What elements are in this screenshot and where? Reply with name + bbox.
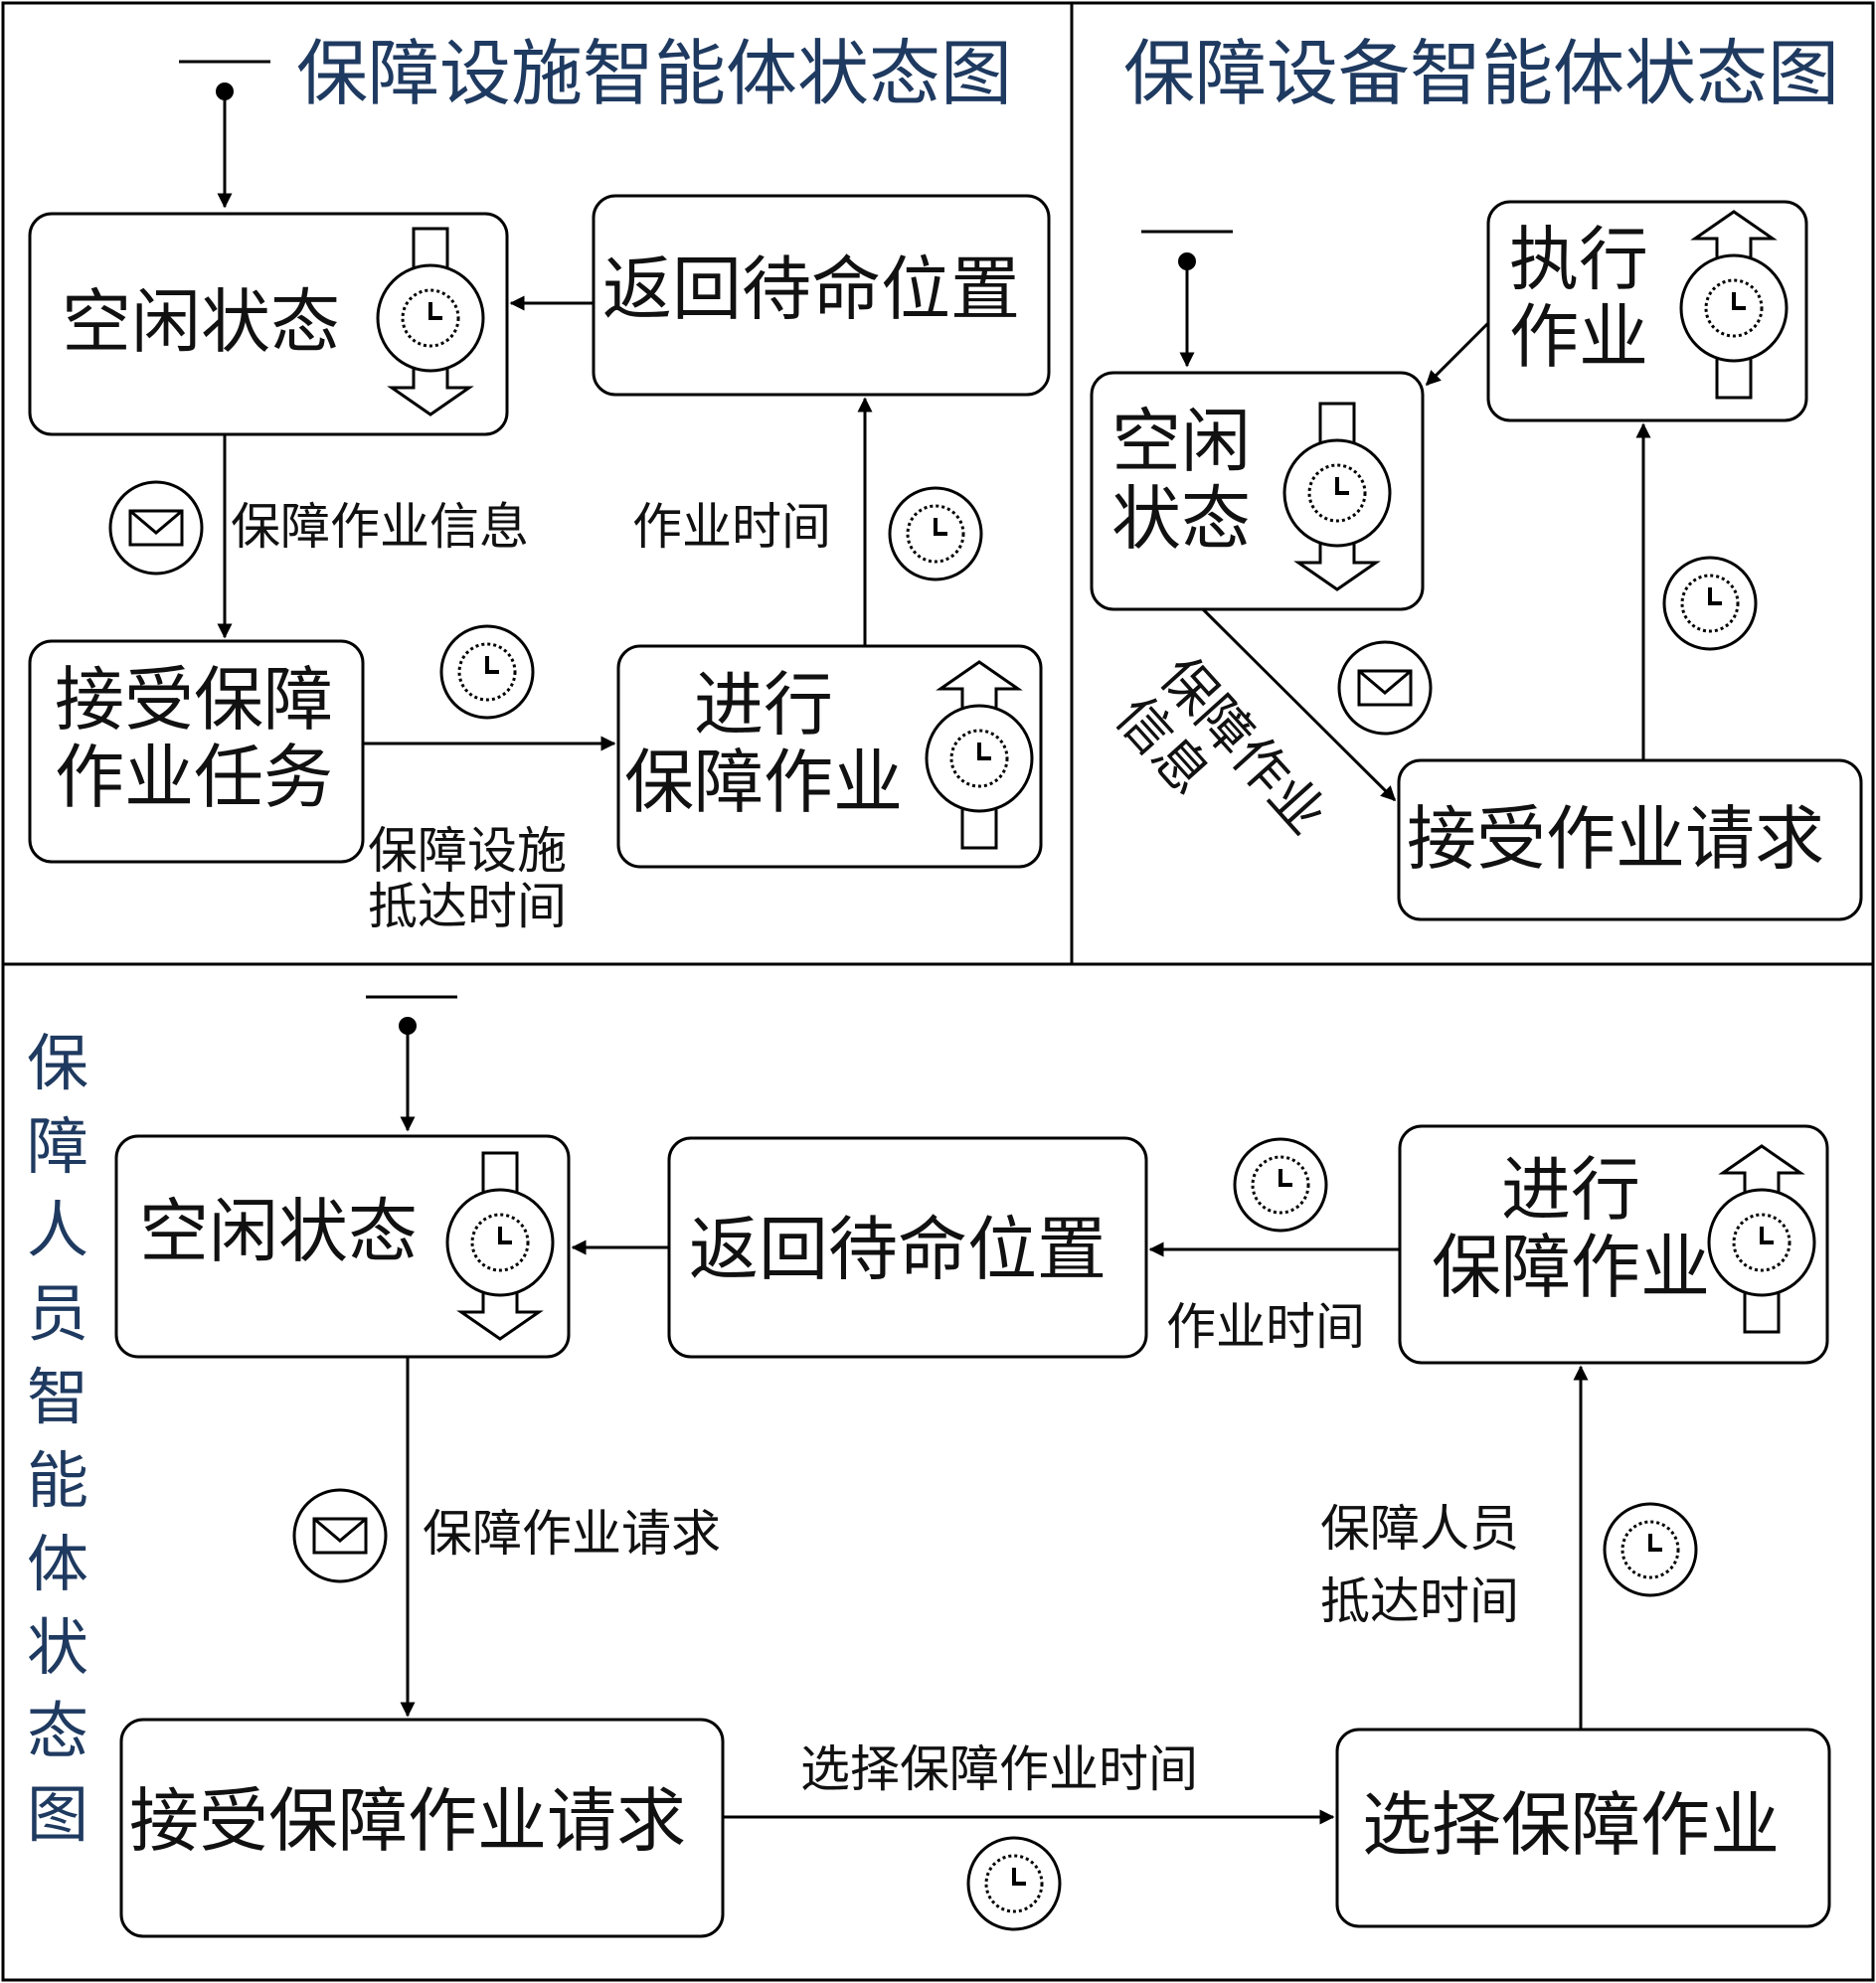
equipment-state-accept bbox=[1397, 758, 1863, 921]
facility-panel bbox=[28, 60, 1051, 869]
envelope-icon bbox=[292, 1488, 388, 1583]
personnel-panel-title: 保障人员智能体状态图 bbox=[26, 1027, 88, 1851]
up-arrow-clock-icon bbox=[1707, 1144, 1816, 1334]
personnel-state-idle bbox=[114, 1134, 571, 1359]
personnel-select-label: 选择保障作业 bbox=[1362, 1784, 1780, 1866]
facility-state-accept bbox=[28, 639, 365, 864]
facility-accept-label: 接受保障 作业任务 bbox=[55, 659, 333, 819]
personnel-state-accept bbox=[119, 1718, 725, 1938]
down-arrow-clock-icon bbox=[445, 1151, 555, 1341]
equipment-initial-state bbox=[1141, 230, 1233, 368]
clock-icon bbox=[1233, 1137, 1328, 1233]
facility-idle-label: 空闲状态 bbox=[62, 281, 340, 363]
up-arrow-clock-icon bbox=[1679, 210, 1789, 400]
equipment-panel-title: 保障设备智能体状态图 bbox=[1123, 32, 1840, 115]
equipment-edge-idle-to-accept bbox=[1201, 607, 1397, 802]
equipment-edge-execute-to-idle bbox=[1425, 321, 1490, 387]
facility-state-return bbox=[592, 194, 1051, 397]
personnel-panel bbox=[114, 995, 1831, 1938]
envelope-icon bbox=[108, 480, 204, 576]
personnel-state-perform bbox=[1398, 1124, 1829, 1365]
clock-icon bbox=[439, 624, 535, 720]
equipment-accept-label: 接受作业请求 bbox=[1407, 798, 1824, 880]
clock-icon bbox=[888, 486, 983, 581]
personnel-accept-label: 接受保障作业请求 bbox=[129, 1780, 686, 1862]
facility-return-label: 返回待命位置 bbox=[602, 248, 1020, 330]
envelope-icon bbox=[1337, 640, 1433, 736]
facility-panel-title: 保障设施智能体状态图 bbox=[296, 32, 1013, 115]
personnel-state-select bbox=[1335, 1728, 1831, 1928]
facility-edge-worktime-label: 作业时间 bbox=[632, 498, 831, 556]
personnel-perform-label: 进行 保障作业 bbox=[1432, 1149, 1710, 1309]
down-arrow-clock-icon bbox=[376, 227, 485, 416]
personnel-edge-select-time-label: 选择保障作业时间 bbox=[800, 1740, 1198, 1798]
facility-initial-state bbox=[179, 60, 270, 209]
facility-edge-arrival-label: 保障设施 抵达时间 bbox=[368, 822, 567, 935]
clock-icon bbox=[1603, 1502, 1698, 1597]
down-arrow-clock-icon bbox=[1282, 402, 1392, 591]
facility-state-idle bbox=[28, 212, 509, 436]
personnel-edge-arrival-label: 保障人员 抵达时间 bbox=[1320, 1500, 1519, 1630]
personnel-return-label: 返回待命位置 bbox=[689, 1209, 1107, 1290]
up-arrow-clock-icon bbox=[925, 660, 1034, 850]
clock-icon bbox=[966, 1836, 1062, 1931]
clock-icon bbox=[1662, 556, 1758, 651]
equipment-execute-label: 执行 作业 bbox=[1509, 219, 1648, 379]
equipment-idle-label: 空闲 状态 bbox=[1111, 401, 1251, 561]
facility-edge-info-label: 保障作业信息 bbox=[231, 498, 529, 556]
equipment-panel bbox=[1090, 200, 1863, 921]
personnel-edge-worktime-label: 作业时间 bbox=[1166, 1298, 1365, 1356]
personnel-initial-state bbox=[366, 995, 457, 1132]
facility-perform-label: 进行 保障作业 bbox=[624, 664, 903, 824]
equipment-edge-info-label: 保障作业 信息 bbox=[1103, 644, 1339, 847]
personnel-idle-label: 空闲状态 bbox=[139, 1191, 418, 1272]
personnel-edge-request-label: 保障作业请求 bbox=[423, 1505, 721, 1563]
facility-state-perform bbox=[616, 644, 1043, 869]
